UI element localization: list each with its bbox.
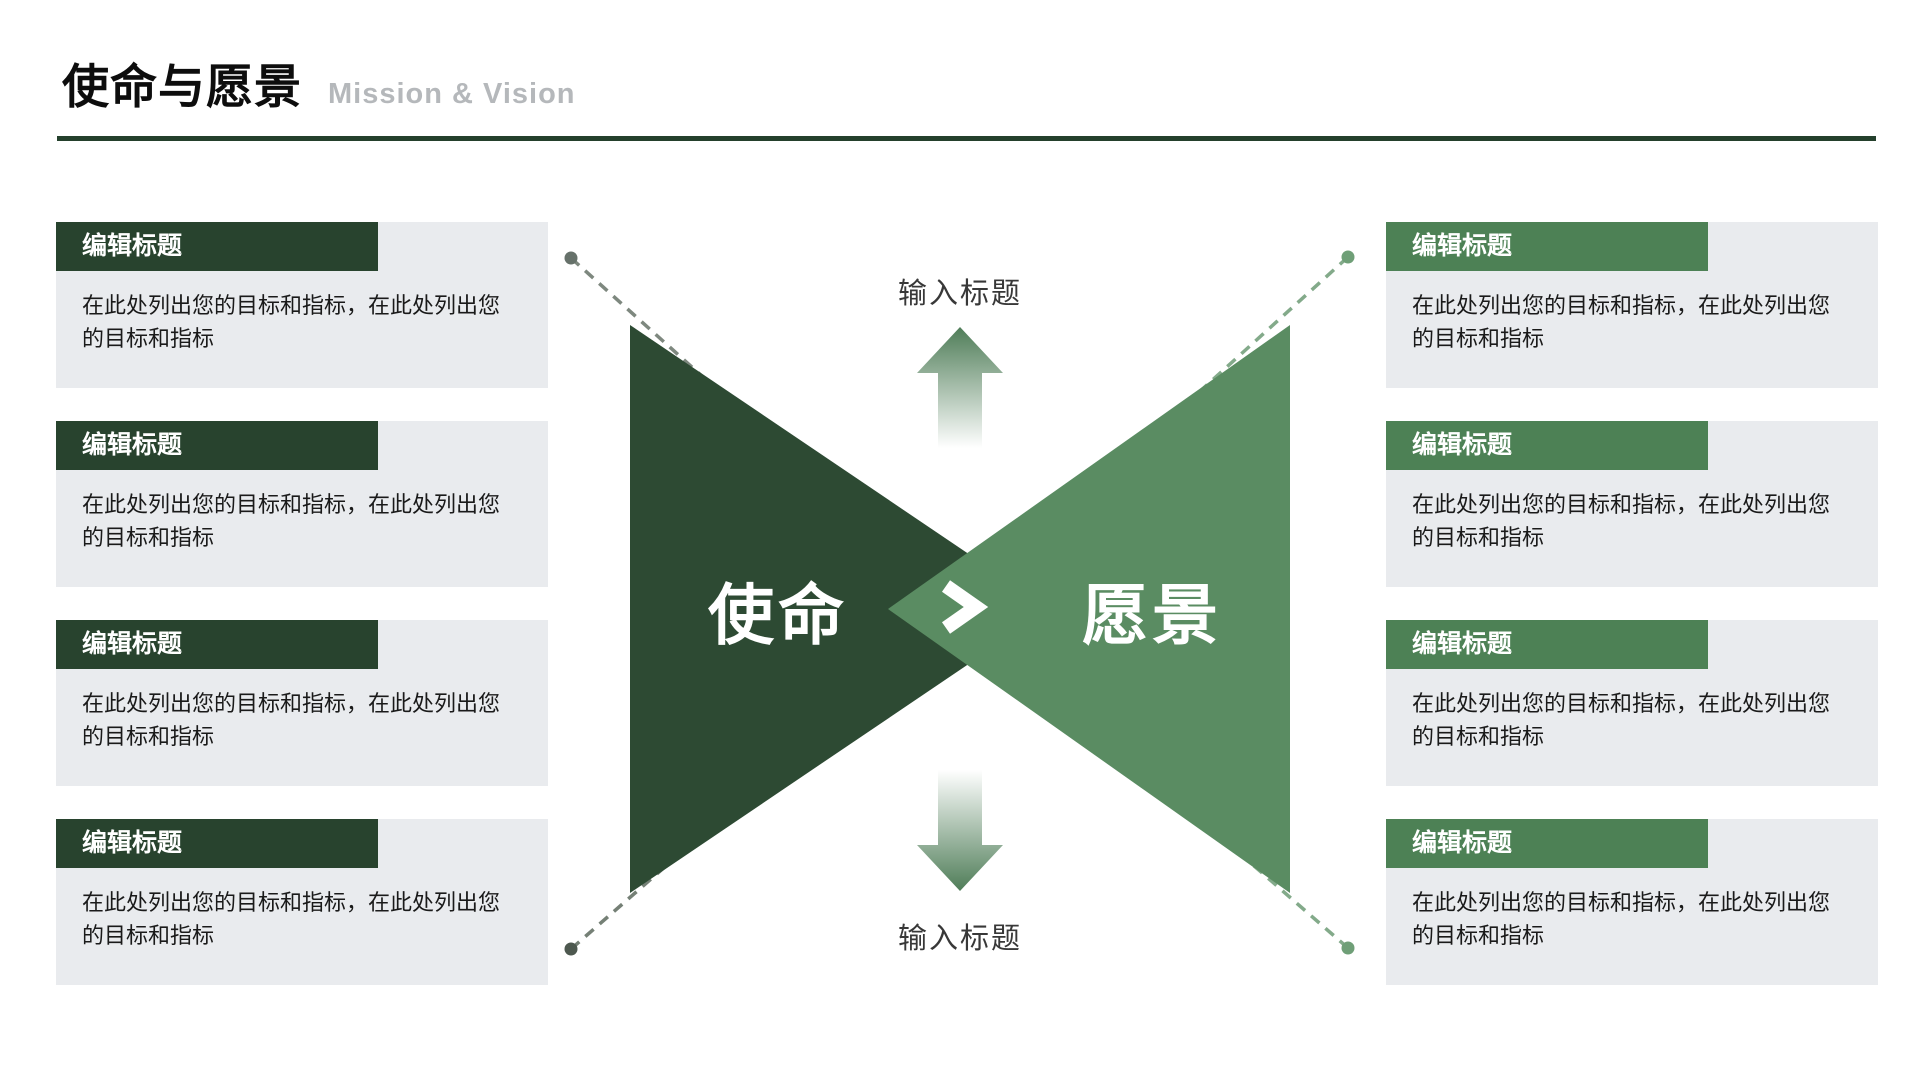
card-title-bar[interactable]: 编辑标题 bbox=[1386, 421, 1708, 470]
slide-header: 使命与愿景 Mission & Vision bbox=[62, 48, 576, 117]
goal-card: 编辑标题 在此处列出您的目标和指标，在此处列出您的目标和指标 bbox=[1386, 421, 1878, 587]
card-title-bar[interactable]: 编辑标题 bbox=[56, 620, 378, 669]
goal-card: 编辑标题 在此处列出您的目标和指标，在此处列出您的目标和指标 bbox=[56, 819, 548, 985]
bottom-arrow-label[interactable]: 输入标题 bbox=[897, 923, 1023, 955]
chevron-right-icon bbox=[941, 580, 989, 634]
goal-card: 编辑标题 在此处列出您的目标和指标，在此处列出您的目标和指标 bbox=[56, 222, 548, 388]
top-arrow-label[interactable]: 输入标题 bbox=[897, 278, 1023, 310]
vision-triangle[interactable] bbox=[888, 325, 1290, 893]
card-body-text[interactable]: 在此处列出您的目标和指标，在此处列出您的目标和指标 bbox=[1412, 691, 1831, 749]
card-body-text[interactable]: 在此处列出您的目标和指标，在此处列出您的目标和指标 bbox=[82, 691, 501, 749]
connector-dot-top-right-icon bbox=[1341, 250, 1355, 264]
goal-card: 编辑标题 在此处列出您的目标和指标，在此处列出您的目标和指标 bbox=[56, 421, 548, 587]
up-arrow-icon bbox=[917, 327, 1003, 448]
title-divider bbox=[57, 136, 1876, 141]
card-title-bar[interactable]: 编辑标题 bbox=[56, 421, 378, 470]
card-body-text[interactable]: 在此处列出您的目标和指标，在此处列出您的目标和指标 bbox=[82, 492, 501, 550]
card-title-bar[interactable]: 编辑标题 bbox=[1386, 222, 1708, 271]
connector-dot-bottom-right-icon bbox=[1341, 941, 1355, 955]
card-title-bar[interactable]: 编辑标题 bbox=[1386, 819, 1708, 868]
dashed-connector-bottom-left bbox=[569, 607, 962, 951]
goal-card: 编辑标题 在此处列出您的目标和指标，在此处列出您的目标和指标 bbox=[1386, 819, 1878, 985]
card-body-text[interactable]: 在此处列出您的目标和指标，在此处列出您的目标和指标 bbox=[82, 890, 501, 948]
mission-triangle[interactable] bbox=[630, 325, 1050, 893]
card-body-text[interactable]: 在此处列出您的目标和指标，在此处列出您的目标和指标 bbox=[1412, 890, 1831, 948]
card-title-bar[interactable]: 编辑标题 bbox=[1386, 620, 1708, 669]
card-title-bar[interactable]: 编辑标题 bbox=[56, 819, 378, 868]
goal-card: 编辑标题 在此处列出您的目标和指标，在此处列出您的目标和指标 bbox=[56, 620, 548, 786]
card-body-text[interactable]: 在此处列出您的目标和指标，在此处列出您的目标和指标 bbox=[82, 293, 501, 351]
card-body-text[interactable]: 在此处列出您的目标和指标，在此处列出您的目标和指标 bbox=[1412, 293, 1831, 351]
card-title-bar[interactable]: 编辑标题 bbox=[56, 222, 378, 271]
right-card-column: 编辑标题 在此处列出您的目标和指标，在此处列出您的目标和指标 编辑标题 在此处列… bbox=[1386, 222, 1878, 1018]
down-arrow-icon bbox=[917, 770, 1003, 891]
goal-card: 编辑标题 在此处列出您的目标和指标，在此处列出您的目标和指标 bbox=[1386, 620, 1878, 786]
vision-label[interactable]: 愿景 bbox=[1082, 578, 1222, 652]
connector-dot-top-left-icon bbox=[564, 251, 578, 265]
goal-card: 编辑标题 在此处列出您的目标和指标，在此处列出您的目标和指标 bbox=[1386, 222, 1878, 388]
mission-label[interactable]: 使命 bbox=[708, 578, 848, 652]
connector-dot-bottom-left-icon bbox=[564, 942, 578, 956]
left-card-column: 编辑标题 在此处列出您的目标和指标，在此处列出您的目标和指标 编辑标题 在此处列… bbox=[56, 222, 548, 1018]
page-title: 使命与愿景 bbox=[62, 60, 302, 113]
page-subtitle: Mission & Vision bbox=[328, 78, 576, 110]
card-body-text[interactable]: 在此处列出您的目标和指标，在此处列出您的目标和指标 bbox=[1412, 492, 1831, 550]
